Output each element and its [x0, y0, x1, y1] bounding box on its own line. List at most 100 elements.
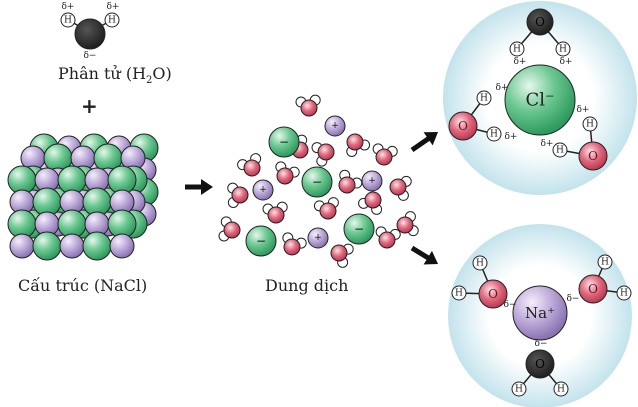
hydrogen-atom: [509, 41, 525, 57]
hydrogen-atom: [476, 90, 492, 106]
arrow-head: [423, 132, 438, 146]
chloride-ion: [504, 64, 576, 136]
oxygen-label: O: [488, 287, 498, 301]
oxygen-label: O: [458, 119, 468, 133]
sodium-ion: [307, 227, 329, 249]
water-molecule: [300, 99, 318, 117]
water-molecule: [375, 148, 393, 166]
hydrogen-label: H: [108, 16, 116, 26]
hydrogen-label: H: [480, 94, 488, 104]
water-molecule: [338, 176, 356, 194]
water-molecule: [231, 186, 249, 204]
hydrogen-label: H: [559, 45, 567, 55]
oxygen-atom: [526, 8, 554, 36]
water-molecule: [276, 167, 294, 185]
water-molecule: [267, 206, 285, 224]
sodium-ion: [361, 170, 383, 192]
water-molecule: [364, 191, 382, 209]
oxygen-label: O: [588, 149, 598, 163]
anion-sign: −: [354, 222, 364, 236]
hydrogen-label: H: [556, 146, 564, 156]
hydrogen-atom: [552, 142, 568, 158]
chloride-ion: [32, 231, 62, 261]
arrow-head: [423, 250, 438, 265]
water-molecule: [346, 133, 364, 151]
arrow-head: [201, 179, 213, 195]
hydrogen-label: H: [586, 120, 594, 130]
delta-minus: δ−: [567, 294, 580, 304]
water-molecule: [223, 221, 241, 239]
chloride-ion: [82, 231, 112, 261]
delta-minus: δ−: [535, 339, 548, 349]
hydrogen-atom: [104, 12, 120, 28]
water-molecule: [396, 216, 414, 234]
delta-plus: δ+: [577, 105, 590, 115]
oxygen-atom: [478, 279, 508, 309]
plus-sign: +: [81, 94, 98, 118]
oxygen-label: O: [535, 15, 545, 29]
hydrogen-atom: [486, 126, 502, 142]
cation-sign: +: [331, 121, 339, 131]
oxygen-atom: [578, 141, 608, 171]
hydrogen-label: H: [601, 258, 609, 268]
hydrogen-label: H: [513, 45, 521, 55]
delta-plus: δ+: [560, 57, 573, 67]
label-prefix: Phân tử (H: [58, 64, 147, 83]
anion-sign: −: [312, 175, 322, 189]
chloride-ion: [268, 126, 300, 158]
chloride-label: Cl⁻: [525, 90, 554, 111]
oxygen-atom: [448, 111, 478, 141]
delta-plus: δ+: [505, 132, 518, 142]
hydrogen-atom: [511, 381, 527, 397]
label-subscript: 2: [146, 75, 153, 87]
delta-plus: δ+: [541, 139, 554, 149]
crystal-label: Cấu trúc (NaCl): [18, 276, 148, 295]
water-molecule: [243, 159, 261, 177]
hydrogen-atom: [472, 255, 488, 271]
oxygen-atom: [525, 349, 555, 379]
label-suffix: O): [152, 64, 172, 83]
sodium-ion: [9, 233, 35, 259]
hydrogen-label: H: [490, 130, 498, 140]
chloride-ion: [343, 213, 375, 245]
delta-plus: δ+: [514, 57, 527, 67]
sodium-label: Na⁺: [525, 304, 555, 322]
water-molecule: [283, 238, 301, 256]
solution-label: Dung dịch: [265, 276, 349, 295]
water-molecule: [389, 178, 407, 196]
water-molecule: [378, 231, 396, 249]
sodium-ion: [252, 179, 274, 201]
delta-plus: δ+: [496, 83, 509, 93]
hydrogen-label: H: [557, 385, 565, 395]
hydrogen-label: H: [476, 259, 484, 269]
water-molecule: [330, 244, 348, 262]
hydrogen-atom: [616, 285, 632, 301]
water-molecule-label: Phân tử (H2O): [58, 64, 172, 86]
water-molecule: [319, 202, 337, 220]
water-molecule: [317, 143, 335, 161]
hydrogen-atom: [555, 41, 571, 57]
sodium-ion: [512, 285, 568, 341]
hydrogen-label: H: [620, 289, 628, 299]
hydrogen-label: H: [64, 16, 72, 26]
hydrogen-atom: [553, 381, 569, 397]
hydrogen-atom: [60, 12, 76, 28]
hydrogen-label: H: [515, 385, 523, 395]
anion-sign: −: [279, 135, 289, 149]
chloride-ion: [245, 225, 277, 257]
cation-sign: +: [259, 185, 267, 195]
sodium-ion: [324, 115, 346, 137]
cation-sign: +: [368, 176, 376, 186]
hydrogen-label: H: [455, 289, 463, 299]
delta-plus: δ+: [107, 2, 120, 12]
cation-sign: +: [314, 233, 322, 243]
oxygen-atom: [74, 18, 106, 50]
sodium-ion: [109, 233, 135, 259]
delta-minus: δ−: [84, 51, 97, 61]
oxygen-label: O: [588, 282, 598, 296]
delta-minus: δ−: [504, 300, 517, 310]
anion-sign: −: [256, 234, 266, 248]
hydrogen-atom: [451, 285, 467, 301]
